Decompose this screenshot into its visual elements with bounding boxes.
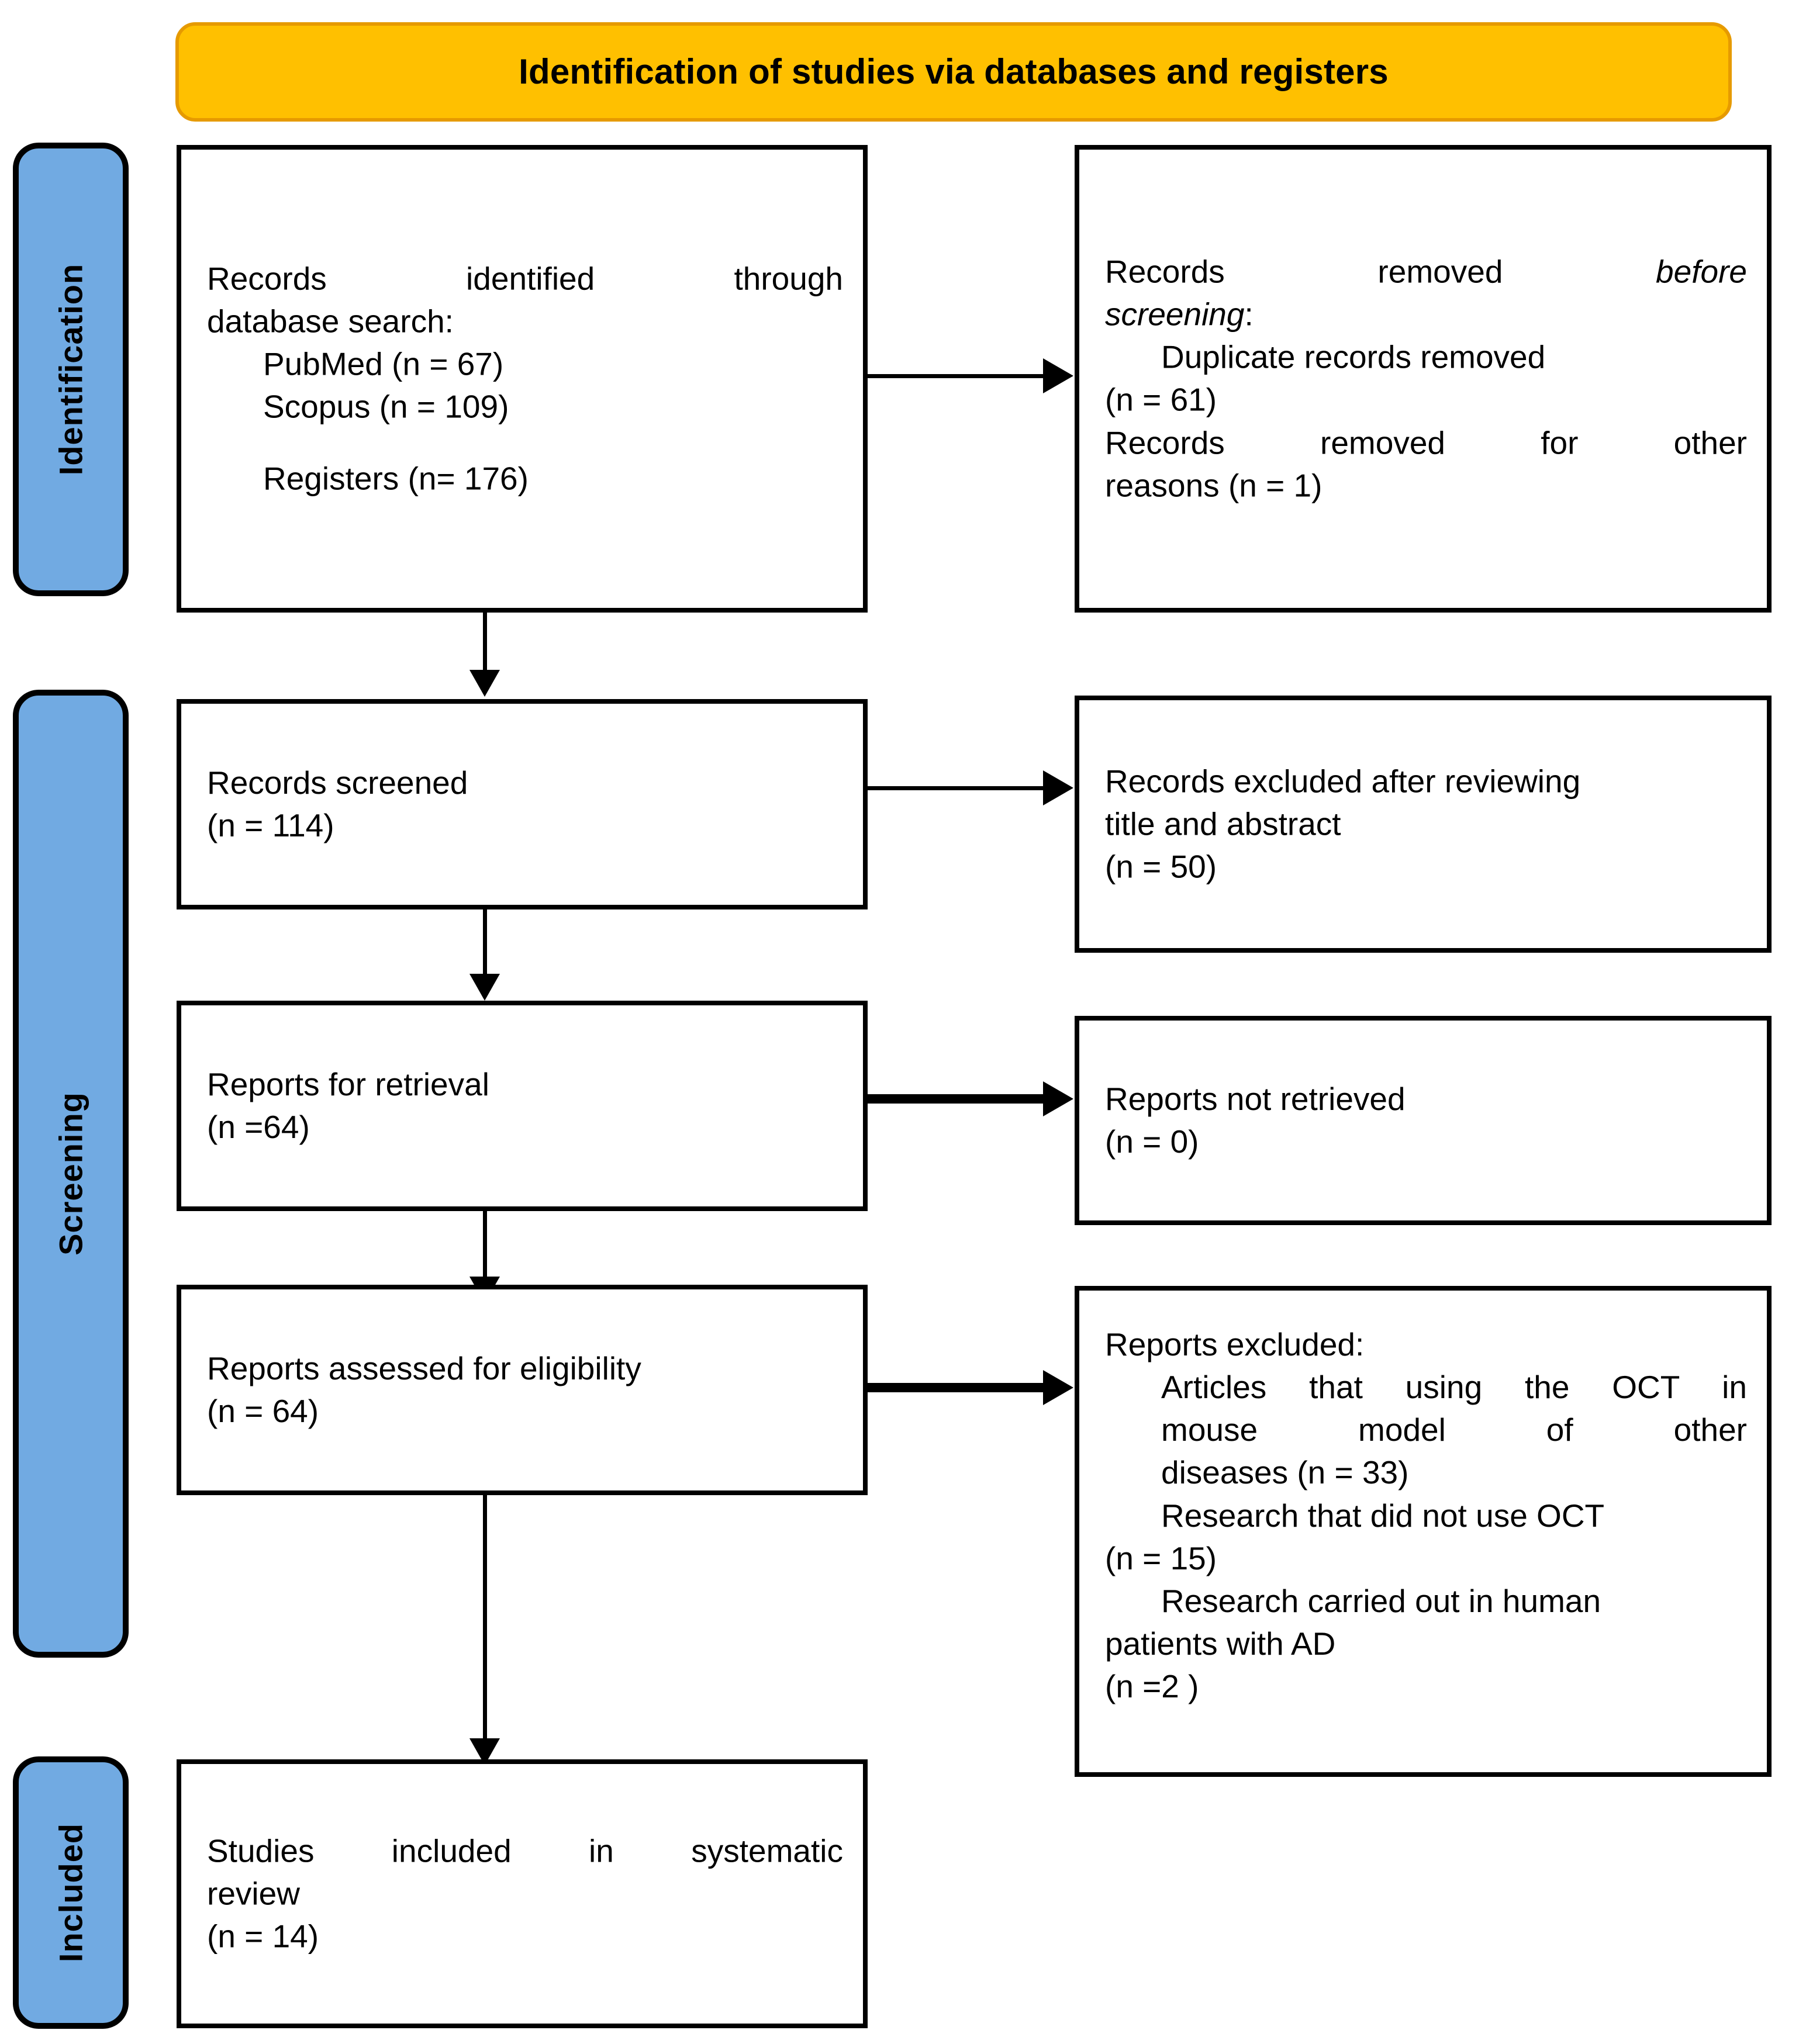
box-reports-excluded-body: Reports excluded: Articles that using th… (1105, 1323, 1747, 1708)
arrow-identified-to-screened (469, 670, 500, 697)
text-line: Reports for retrieval (207, 1066, 489, 1102)
text-line: (n =2 ) (1105, 1668, 1199, 1705)
arrow-assessed-to-excluded (1043, 1370, 1073, 1405)
diagram-title: Identification of studies via databases … (519, 52, 1389, 91)
text-line: PubMed (n = 67) (263, 345, 504, 382)
box-records-screened-body: Records screened (n = 114) (207, 762, 843, 847)
text-line: (n = 50) (1105, 848, 1217, 885)
text-line: Research that did not use OCT (1161, 1497, 1605, 1534)
box-reports-for-retrieval: Reports for retrieval (n =64) (177, 1001, 868, 1211)
box-reports-excluded: Reports excluded: Articles that using th… (1075, 1286, 1772, 1777)
text-line: diseases (n = 33) (1161, 1454, 1409, 1491)
stage-pill-identification: Identification (13, 143, 129, 596)
connector-line-retrieval-to-notretrieved (868, 1094, 1043, 1104)
text-line: title and abstract (1105, 805, 1341, 842)
text-line: Scopus (n = 109) (263, 388, 509, 425)
text-line: Records identified through (207, 260, 843, 297)
text-line: reasons (n = 1) (1105, 467, 1323, 504)
box-reports-for-retrieval-body: Reports for retrieval (n =64) (207, 1063, 843, 1149)
text-line: (n = 15) (1105, 1540, 1217, 1576)
box-reports-assessed: Reports assessed for eligibility (n = 64… (177, 1285, 868, 1495)
connector-line-identified-to-screened (483, 613, 487, 671)
text-line: (n = 61) (1105, 382, 1217, 418)
text-line: mouse model of other (1161, 1412, 1747, 1448)
connector-line-identified-to-removed (868, 374, 1043, 378)
text-line: (n = 0) (1105, 1123, 1199, 1160)
stage-pill-included: Included (13, 1756, 129, 2029)
box-records-removed: Records removed before screening: Duplic… (1075, 145, 1772, 613)
text-line: (n = 114) (207, 807, 334, 843)
text-line: screening: (1105, 296, 1254, 333)
arrow-identified-to-removed (1043, 358, 1073, 393)
box-reports-assessed-body: Reports assessed for eligibility (n = 64… (207, 1347, 843, 1433)
connector-line-assessed-to-excluded (868, 1383, 1043, 1392)
stage-label-included: Included (52, 1822, 89, 1963)
text-line: Registers (n= 176) (263, 460, 529, 497)
text-spacer (207, 428, 843, 458)
text-line: Records excluded after reviewing (1105, 763, 1581, 800)
arrow-screened-to-excluded (1043, 770, 1073, 805)
box-reports-not-retrieved: Reports not retrieved (n = 0) (1075, 1016, 1772, 1225)
stage-label-identification: Identification (52, 263, 89, 476)
box-records-removed-body: Records removed before screening: Duplic… (1105, 251, 1747, 507)
text-line: Reports assessed for eligibility (207, 1350, 641, 1386)
text-line: review (207, 1875, 300, 1912)
text-line: (n =64) (207, 1109, 310, 1145)
diagram-title-banner: Identification of studies via databases … (175, 22, 1732, 122)
box-records-excluded-body: Records excluded after reviewing title a… (1105, 760, 1747, 888)
box-records-identified: Records identified through database sear… (177, 145, 868, 613)
connector-line-assessed-to-included (483, 1495, 487, 1739)
text-line: Studies included in systematic (207, 1832, 843, 1869)
text-line: Reports not retrieved (1105, 1080, 1406, 1117)
connector-line-retrieval-to-assessed (483, 1211, 487, 1278)
box-reports-not-retrieved-body: Reports not retrieved (n = 0) (1105, 1078, 1747, 1163)
text-line: Articles that using the OCT in (1161, 1369, 1747, 1406)
text-line: Records removed before (1105, 253, 1747, 290)
arrow-retrieval-to-notretrieved (1043, 1081, 1073, 1116)
box-records-excluded: Records excluded after reviewing title a… (1075, 696, 1772, 953)
text-line: database search: (207, 303, 454, 340)
box-records-identified-body: Records identified through database sear… (207, 257, 843, 500)
stage-label-screening: Screening (52, 1092, 89, 1256)
box-studies-included-body: Studies included in systematic review (n… (207, 1829, 843, 1957)
text-line: Duplicate records removed (1161, 338, 1546, 375)
box-records-screened: Records screened (n = 114) (177, 699, 868, 909)
text-line: patients with AD (1105, 1625, 1336, 1662)
text-line: (n = 14) (207, 1918, 319, 1955)
connector-line-screened-to-retrieval (483, 909, 487, 975)
text-line: Records screened (207, 764, 468, 801)
box-studies-included: Studies included in systematic review (n… (177, 1759, 868, 2028)
text-line: Records removed for other (1105, 424, 1747, 461)
text-line: (n = 64) (207, 1393, 319, 1429)
text-line: Reports excluded: (1105, 1326, 1365, 1362)
text-line: Research carried out in human (1161, 1582, 1601, 1619)
arrow-screened-to-retrieval (469, 974, 500, 1001)
connector-line-screened-to-excluded (868, 786, 1043, 790)
stage-pill-screening: Screening (13, 690, 129, 1658)
